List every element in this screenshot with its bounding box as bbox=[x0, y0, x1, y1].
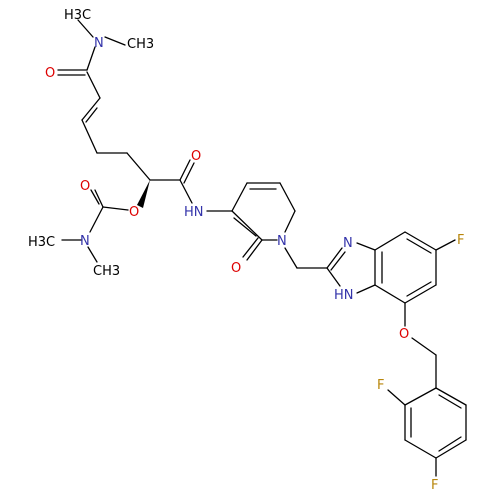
oxygen-label: O bbox=[80, 179, 90, 194]
oxygen-label: O bbox=[129, 205, 139, 220]
bond bbox=[102, 206, 129, 211]
bond bbox=[86, 46, 96, 71]
h3c-label: H3C bbox=[28, 235, 55, 250]
bond bbox=[242, 237, 259, 258]
bond bbox=[387, 389, 406, 406]
bond bbox=[179, 179, 193, 204]
bond bbox=[90, 189, 100, 205]
nitrogen-label: N bbox=[343, 236, 353, 251]
bond bbox=[374, 284, 406, 304]
bond bbox=[326, 267, 341, 287]
oxygen-label: O bbox=[399, 327, 409, 342]
bond bbox=[77, 19, 94, 38]
bond bbox=[284, 247, 298, 269]
bond bbox=[85, 107, 98, 123]
bond bbox=[87, 246, 98, 263]
bond bbox=[279, 182, 296, 212]
bond bbox=[404, 231, 437, 251]
bond bbox=[81, 119, 98, 154]
ch3-label: CH3 bbox=[93, 264, 120, 279]
bond bbox=[411, 337, 437, 356]
bond bbox=[356, 242, 376, 251]
bond bbox=[246, 239, 263, 261]
fluorine-label: F bbox=[431, 478, 438, 493]
fluorine-label: F bbox=[377, 378, 384, 393]
bond bbox=[404, 387, 437, 406]
nitrogen-label: N bbox=[80, 234, 90, 249]
nh-label: HN bbox=[184, 205, 204, 220]
oxygen-label: O bbox=[191, 149, 201, 164]
h3c-label: H3C bbox=[64, 8, 91, 23]
bond bbox=[356, 284, 376, 294]
bond bbox=[326, 247, 343, 269]
bond bbox=[438, 436, 462, 452]
bond bbox=[406, 281, 432, 297]
oxygen-label: O bbox=[45, 66, 55, 81]
nitrogen-label: N bbox=[94, 36, 104, 51]
bond bbox=[183, 162, 195, 184]
oxygen-label: O bbox=[231, 261, 241, 276]
bond bbox=[126, 152, 151, 181]
bond bbox=[404, 284, 437, 304]
bond bbox=[86, 71, 101, 99]
bond bbox=[233, 217, 257, 237]
nh-label: HN bbox=[334, 288, 354, 303]
bond bbox=[435, 387, 467, 406]
bond bbox=[231, 182, 248, 212]
bond bbox=[435, 439, 467, 459]
bond bbox=[94, 189, 104, 208]
bond bbox=[284, 210, 296, 233]
wedge-bond bbox=[137, 180, 150, 208]
bond bbox=[179, 159, 191, 181]
bond bbox=[406, 238, 432, 254]
ch3-label: CH3 bbox=[127, 37, 154, 52]
atom-labels: H3C N CH3 O O O O N H3C CH3 HN O N N HN … bbox=[28, 8, 464, 493]
bond bbox=[435, 239, 456, 251]
bond bbox=[404, 439, 437, 459]
fluorine-label: F bbox=[457, 233, 464, 248]
bond bbox=[89, 206, 104, 233]
bond bbox=[81, 97, 101, 121]
bond bbox=[104, 36, 126, 46]
bond bbox=[330, 251, 346, 271]
bonds bbox=[57, 19, 467, 477]
bond bbox=[374, 231, 406, 251]
nitrogen-label: N bbox=[277, 234, 287, 249]
bond bbox=[438, 394, 462, 409]
bond bbox=[231, 210, 263, 241]
